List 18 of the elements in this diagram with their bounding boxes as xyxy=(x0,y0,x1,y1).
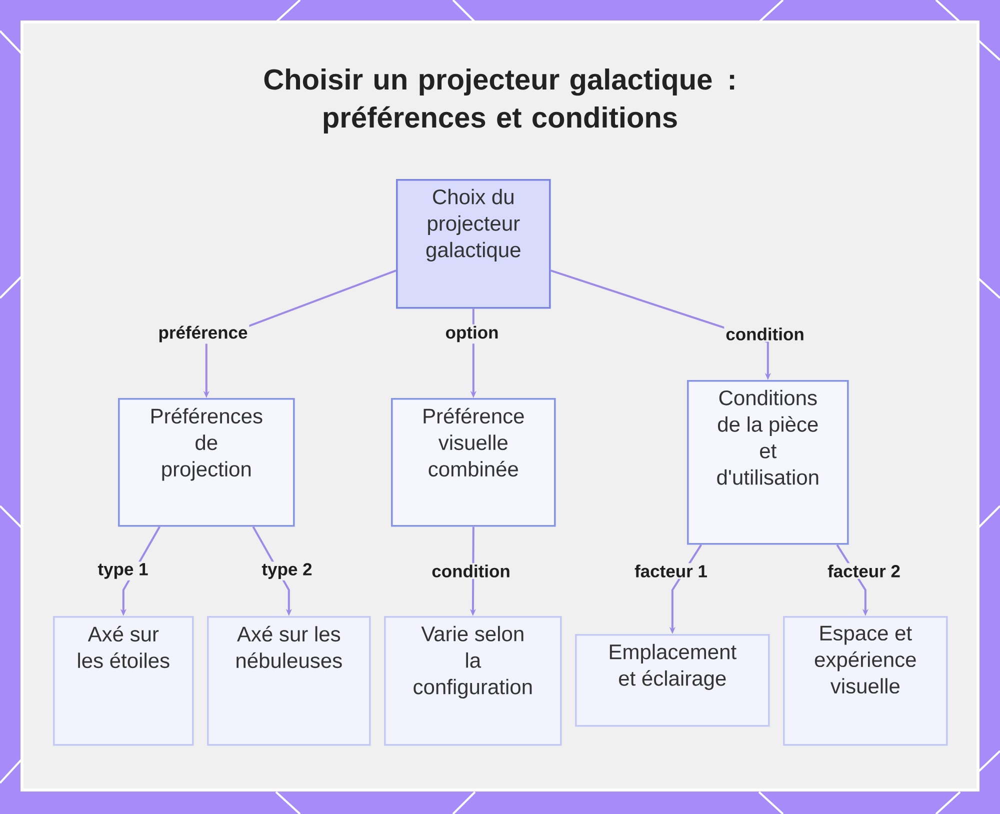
edge-label: facteur 2 xyxy=(826,563,902,579)
leaf-box: Varie selon la configuration xyxy=(384,616,562,746)
edge-label: type 1 xyxy=(96,562,150,580)
leaf-box: Espace et expérience visuelle xyxy=(783,616,948,746)
edge-label: condition xyxy=(430,563,512,579)
edge-label: option xyxy=(444,324,500,344)
edge-label: type 2 xyxy=(260,562,314,580)
branch-box: Préférences de projection xyxy=(118,398,295,527)
leaf-box: Emplacement et éclairage xyxy=(575,634,770,727)
leaf-box: Axé sur les étoiles xyxy=(53,616,194,746)
title: Choisir un projecteur galactique : préférences et conditions xyxy=(264,68,734,134)
branch-box: Préférence visuelle combinée xyxy=(391,398,556,527)
branch-box: Conditions de la pièce et d'utilisation xyxy=(687,380,849,545)
leaf-box: Axé sur les nébuleuses xyxy=(207,616,371,746)
edge-label: préférence xyxy=(156,324,250,344)
edge-label: facteur 1 xyxy=(633,563,709,579)
root-box: Choix du projecteur galactique xyxy=(396,179,551,309)
edge-label: condition xyxy=(724,326,806,342)
